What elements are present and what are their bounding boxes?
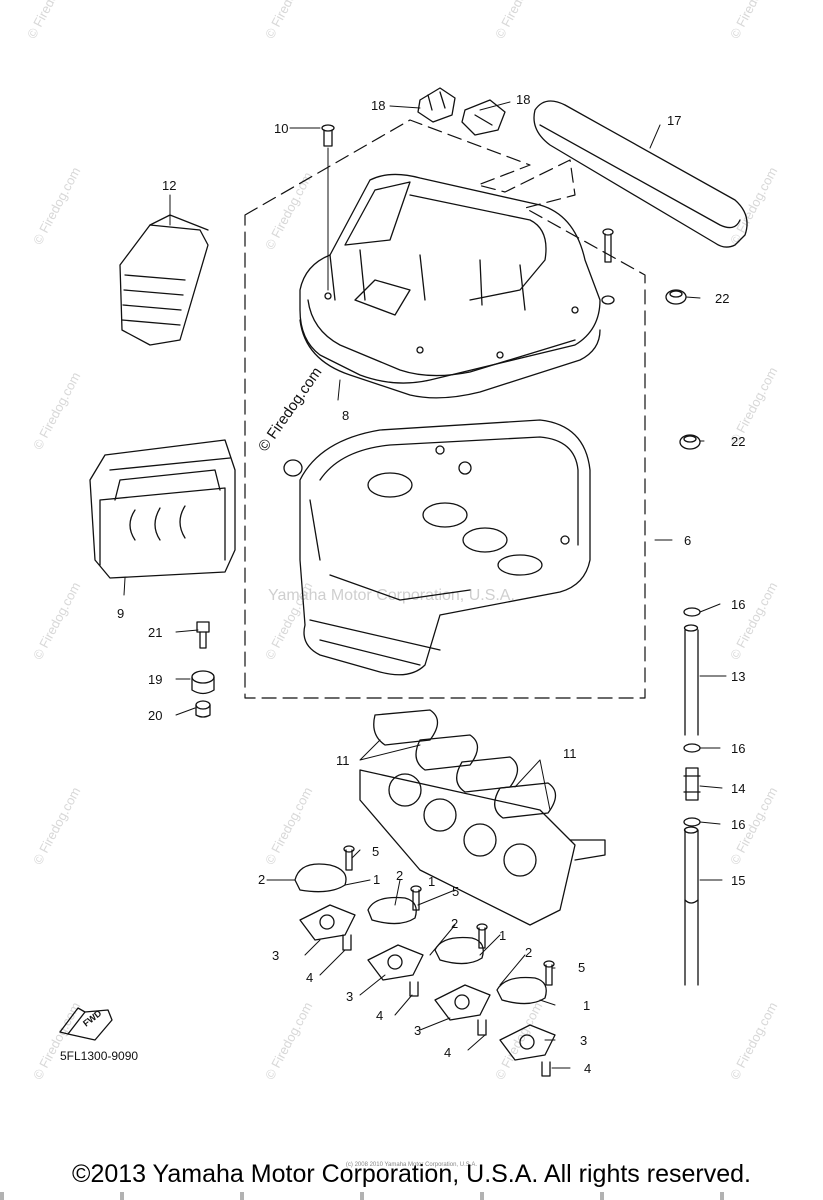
callout-1: 1 <box>583 998 590 1013</box>
callout-16: 16 <box>731 597 745 612</box>
clip-18-right <box>461 99 506 136</box>
callout-5: 5 <box>372 844 379 859</box>
clamp-set-b <box>367 885 424 997</box>
hose-13 <box>683 624 699 736</box>
callout-13: 13 <box>731 669 745 684</box>
callout-14: 14 <box>731 781 745 796</box>
intake-joint-11 <box>373 709 557 819</box>
callout-18: 18 <box>516 92 530 107</box>
bolt-21 <box>196 621 210 649</box>
callout-4: 4 <box>584 1061 591 1076</box>
callout-1: 1 <box>373 872 380 887</box>
callout-11: 11 <box>563 746 577 761</box>
callout-18: 18 <box>371 98 385 113</box>
callout-17: 17 <box>667 113 681 128</box>
clamp-set-d <box>496 960 556 1077</box>
callout-2: 2 <box>525 945 532 960</box>
callout-15: 15 <box>731 873 745 888</box>
callout-10: 10 <box>274 121 288 136</box>
callout-1: 1 <box>499 928 506 943</box>
hose-clip-16-a <box>683 607 701 617</box>
intake-duct-17 <box>533 100 748 248</box>
air-box-lower-case <box>299 419 591 676</box>
callout-2: 2 <box>258 872 265 887</box>
grommet-22-upper <box>665 289 687 305</box>
callout-6: 6 <box>684 533 691 548</box>
callout-1: 1 <box>428 874 435 889</box>
leader-lines <box>123 101 727 1069</box>
intake-boot-12 <box>119 214 209 346</box>
callout-22: 22 <box>731 434 745 449</box>
callout-16: 16 <box>731 817 745 832</box>
callout-5: 5 <box>452 884 459 899</box>
screw-10 <box>321 124 335 291</box>
assembly-dashed-outline <box>244 119 646 699</box>
callout-4: 4 <box>376 1008 383 1023</box>
callout-3: 3 <box>346 989 353 1004</box>
forward-arrow-icon <box>59 1007 113 1041</box>
callout-19: 19 <box>148 672 162 687</box>
callout-22: 22 <box>715 291 729 306</box>
throttle-body <box>359 769 606 926</box>
callout-4: 4 <box>306 970 313 985</box>
clip-18-left <box>417 87 456 123</box>
callout-20: 20 <box>148 708 162 723</box>
callout-3: 3 <box>414 1023 421 1038</box>
screw-cover-right <box>601 228 615 305</box>
footer-decorative-strip <box>0 1192 823 1200</box>
hose-clip-16-c <box>683 817 701 827</box>
air-box-cover <box>299 173 601 399</box>
hose-15 <box>683 826 699 986</box>
watermark-brand: Yamaha Motor Corporation, U.S.A. <box>268 587 515 604</box>
callout-11: 11 <box>336 753 350 768</box>
callout-21: 21 <box>148 625 162 640</box>
grommet-22-lower <box>679 434 701 450</box>
callout-12: 12 <box>162 178 176 193</box>
callout-16: 16 <box>731 741 745 756</box>
air-filter-element-9 <box>89 439 236 579</box>
footer-copyright: ©2013 Yamaha Motor Corporation, U.S.A. A… <box>72 1160 751 1188</box>
hose-clip-16-b <box>683 743 701 753</box>
collar-20 <box>195 700 211 718</box>
footer-small-print: (c) 2008 2010 Yamaha Motor Corporation, … <box>345 1162 478 1168</box>
callout-2: 2 <box>396 868 403 883</box>
plug-grommet <box>283 459 303 477</box>
callout-3: 3 <box>580 1033 587 1048</box>
callout-9: 9 <box>117 606 124 621</box>
callout-4: 4 <box>444 1045 451 1060</box>
joint-14 <box>683 767 701 801</box>
clamp-set-a <box>294 845 356 951</box>
callout-3: 3 <box>272 948 279 963</box>
clamp-set-c <box>434 923 491 1036</box>
damper-19 <box>191 670 215 695</box>
callout-5: 5 <box>578 960 585 975</box>
callout-8: 8 <box>342 408 349 423</box>
callout-2: 2 <box>451 916 458 931</box>
diagram-part-code: 5FL1300-9090 <box>60 1049 139 1063</box>
